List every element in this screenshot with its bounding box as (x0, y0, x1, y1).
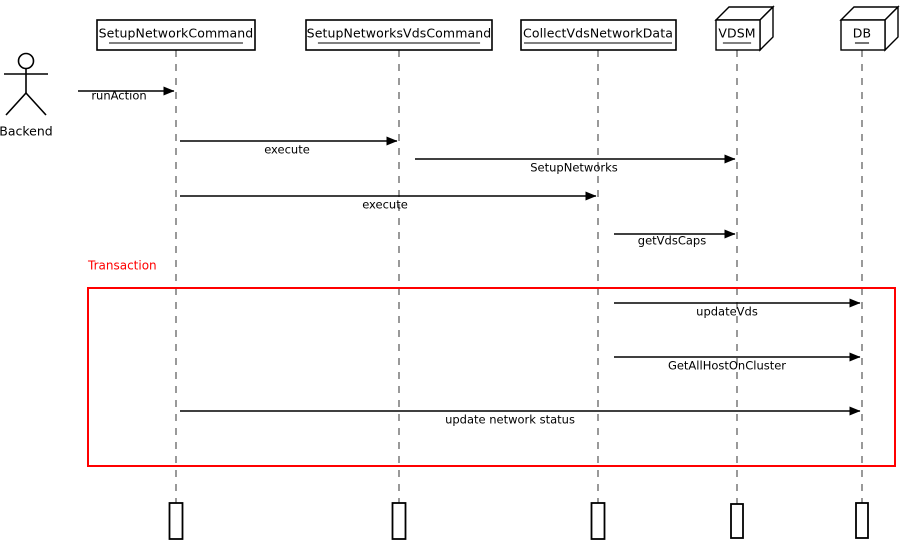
lifeline-head-setup-networks-vds-command[interactable]: SetupNetworksVdsCommand (305, 19, 493, 51)
lifeline-label-setup-networks-vds-command: SetupNetworksVdsCommand (307, 26, 492, 41)
message-label-2: SetupNetworks (530, 161, 617, 175)
lifeline-dashes-group (175, 50, 863, 506)
lifeline-label-vdsm: VDSM (718, 26, 755, 41)
lifeline-label-db: DB (853, 26, 871, 41)
lifeline-box-setup-network-command (96, 19, 256, 51)
lifeline-heads-group: SetupNetworkCommand SetupNetworksVdsComma… (96, 5, 900, 52)
node-front-face-vdsm (715, 19, 761, 51)
actor-head-icon (17, 52, 35, 70)
activation-bar-vdsm (730, 503, 744, 539)
message-label-1: execute (264, 143, 310, 157)
actor-backend-group[interactable]: Backend (0, 52, 53, 139)
lifeline-box-setup-networks-vds-command (305, 19, 493, 51)
activation-bars-group (168, 502, 869, 540)
messages-group: runActionexecuteSetupNetworksexecutegetV… (78, 86, 861, 427)
message-label-4: getVdsCaps (638, 234, 706, 248)
transaction-fragment-box (87, 287, 896, 467)
message-runaction[interactable]: runAction (78, 86, 175, 103)
activation-bar-collect-vds-network-data (590, 502, 606, 540)
message-label-7: update network status (445, 413, 575, 427)
activation-bar-setup-networks-vds-command (391, 502, 407, 540)
message-getvdscaps[interactable]: getVdsCaps (614, 229, 736, 248)
message-setupnetworks[interactable]: SetupNetworks (415, 154, 736, 175)
message-getallhostoncluster[interactable]: GetAllHostOnCluster (614, 352, 861, 373)
node-front-face-db (840, 19, 886, 51)
transaction-fragment-group: Transaction (87, 259, 896, 467)
message-update-network-status[interactable]: update network status (180, 406, 861, 427)
message-updatevds[interactable]: updateVds (614, 298, 861, 319)
activation-bar-db (855, 502, 869, 539)
lifeline-label-setup-network-command: SetupNetworkCommand (99, 26, 254, 41)
message-label-0: runAction (91, 89, 146, 103)
actor-right-leg-icon (25, 92, 47, 116)
message-execute[interactable]: execute (180, 136, 398, 157)
message-label-5: updateVds (696, 305, 758, 319)
message-label-3: execute (362, 198, 408, 212)
actor-left-leg-icon (5, 92, 27, 116)
lifeline-head-setup-network-command[interactable]: SetupNetworkCommand (96, 19, 256, 51)
lifeline-head-collect-vds-network-data[interactable]: CollectVdsNetworkData (520, 19, 677, 51)
transaction-fragment-label: Transaction (87, 259, 157, 273)
message-execute[interactable]: execute (180, 191, 597, 212)
lifeline-head-vdsm[interactable]: VDSM (714, 5, 775, 52)
message-label-6: GetAllHostOnCluster (668, 359, 786, 373)
actor-label-backend: Backend (0, 124, 53, 139)
lifeline-label-collect-vds-network-data: CollectVdsNetworkData (523, 26, 673, 41)
lifeline-head-db[interactable]: DB (839, 5, 900, 52)
lifeline-box-collect-vds-network-data (520, 19, 677, 51)
activation-bar-setup-network-command (168, 502, 184, 540)
